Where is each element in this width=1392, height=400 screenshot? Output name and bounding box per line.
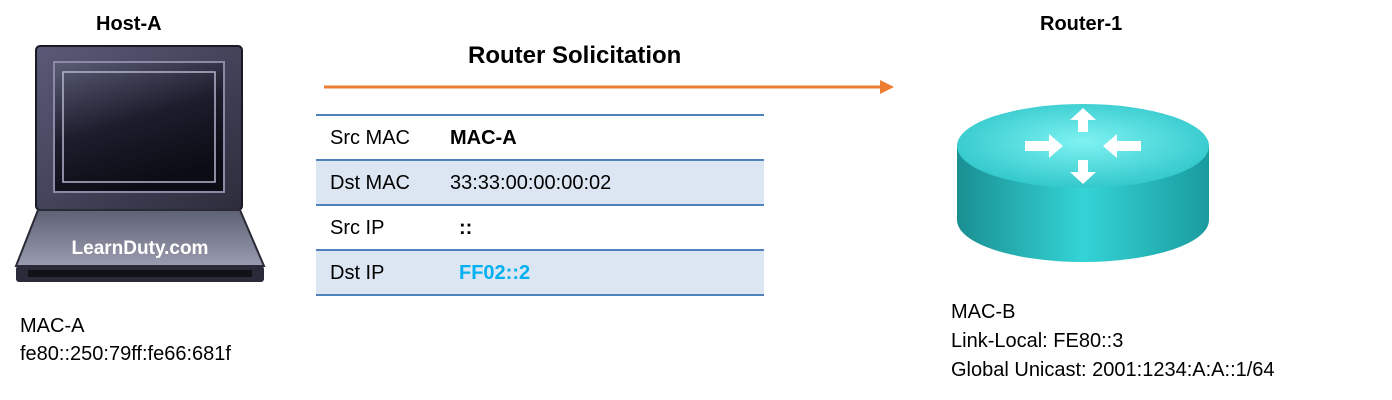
router-global-unicast: Global Unicast: 2001:1234:A:A::1/64 xyxy=(951,359,1275,381)
field-value: MAC-A xyxy=(450,127,517,149)
packet-row-dst-mac: Dst MAC 33:33:00:00:00:02 xyxy=(316,159,764,204)
field-value: :: xyxy=(459,217,473,239)
packet-row-src-ip: Src IP :: xyxy=(316,204,764,249)
field-value: 33:33:00:00:00:02 xyxy=(450,172,612,194)
field-label: Src MAC xyxy=(330,127,410,149)
router-icon xyxy=(957,104,1209,262)
message-arrow-icon xyxy=(324,80,894,94)
field-label: Dst MAC xyxy=(330,172,410,194)
packet-row-dst-ip: Dst IP FF02::2 xyxy=(316,249,764,296)
field-label: Dst IP xyxy=(330,262,385,284)
watermark-text: LearnDuty.com xyxy=(72,238,209,259)
laptop-icon: LearnDuty.com xyxy=(14,45,266,282)
host-ipv6: fe80::250:79ff:fe66:681f xyxy=(20,343,231,365)
packet-row-src-mac: Src MAC MAC-A xyxy=(316,114,764,159)
host-info: MAC-A fe80::250:79ff:fe66:681f xyxy=(20,312,231,368)
router-label: Router-1 xyxy=(1040,13,1123,35)
host-mac: MAC-A xyxy=(20,315,85,337)
router-link-local: Link-Local: FE80::3 xyxy=(951,330,1124,352)
host-label: Host-A xyxy=(96,13,162,35)
router-info: MAC-B Link-Local: FE80::3 Global Unicast… xyxy=(951,298,1275,385)
router-mac: MAC-B xyxy=(951,301,1016,323)
packet-table: Src MAC MAC-A Dst MAC 33:33:00:00:00:02 … xyxy=(316,114,764,296)
message-title: Router Solicitation xyxy=(468,42,682,69)
field-value: FF02::2 xyxy=(459,262,531,284)
field-label: Src IP xyxy=(330,217,385,239)
